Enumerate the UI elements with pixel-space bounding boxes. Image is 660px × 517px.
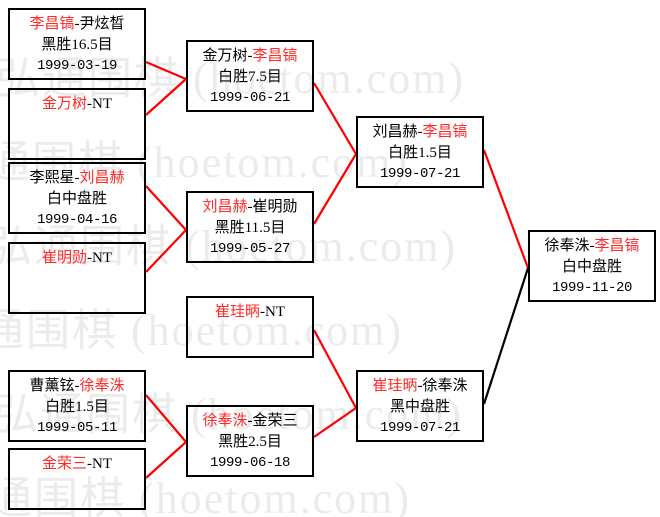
match-players: 金万树-李昌镐 <box>188 45 312 67</box>
player-separator: - <box>417 378 423 394</box>
match-result: 黑中盘胜 <box>389 399 450 415</box>
player-separator: - <box>417 124 423 140</box>
match-r3-choi-vs-seo[interactable]: 崔珪昞-徐奉洙黑中盘胜 1999-07-21 <box>356 370 484 442</box>
match-players: 崔珪昞-徐奉洙 <box>358 375 482 397</box>
match-date: 1999-06-21 <box>209 90 290 106</box>
match-result: 白中盘胜 <box>46 191 107 207</box>
player-right: 尹炫晳 <box>79 16 125 32</box>
player-right: 金荣三 <box>252 413 298 429</box>
player-separator: - <box>247 199 253 215</box>
match-date: 1999-07-21 <box>379 420 460 436</box>
link-r1m4-to-r2m2 <box>145 229 187 273</box>
player-right: 崔明勋 <box>252 199 298 215</box>
player-right: NT <box>92 96 112 112</box>
match-r1-kim-youngsam-bye[interactable]: 金荣三-NT <box>8 448 146 510</box>
link-r2m3-to-r3m2 <box>313 329 357 409</box>
player-right: 刘昌赫 <box>79 170 125 186</box>
player-left: 金万树 <box>41 96 87 112</box>
player-left: 李昌镐 <box>29 16 75 32</box>
player-right: NT <box>265 304 285 320</box>
match-r1-lee-heesung-vs-yoo[interactable]: 李熙星-刘昌赫白中盘胜 1999-04-16 <box>8 162 146 234</box>
link-r1m3-to-r2m2 <box>145 185 187 231</box>
link-r2m1-to-r3m1 <box>313 82 357 155</box>
match-r2-choi-kyubyung-bye[interactable]: 崔珪昞-NT <box>186 296 314 358</box>
player-separator: - <box>247 48 253 64</box>
match-players: 李昌镐-尹炫晳 <box>10 13 144 35</box>
match-date: 1999-05-11 <box>36 420 117 436</box>
player-left: 崔珪昞 <box>372 378 418 394</box>
match-players: 崔珪昞-NT <box>188 301 312 323</box>
match-r1-cho-hunhyun-vs-seo[interactable]: 曹薰铉-徐奉洙白胜1.5目 1999-05-11 <box>8 370 146 442</box>
match-r3-yoo-vs-lee[interactable]: 刘昌赫-李昌镐白胜1.5目 1999-07-21 <box>356 116 484 188</box>
link-r3m1-to-final <box>482 149 530 269</box>
match-players: 李熙星-刘昌赫 <box>10 167 144 189</box>
player-right: 徐奉洙 <box>422 378 468 394</box>
player-right: 李昌镐 <box>594 238 640 254</box>
player-left: 崔明勋 <box>41 250 87 266</box>
player-left: 曹薰铉 <box>29 378 75 394</box>
match-r2-seo-vs-kim[interactable]: 徐奉洙-金荣三黑胜2.5目 1999-06-18 <box>186 405 314 477</box>
player-separator: - <box>247 413 253 429</box>
match-players: 崔明勋-NT <box>10 247 144 269</box>
link-r1m6-to-r2m4 <box>145 441 187 479</box>
player-left: 崔珪昞 <box>214 304 260 320</box>
match-final-seo-vs-lee[interactable]: 徐奉洙-李昌镐白中盘胜 1999-11-20 <box>528 230 656 302</box>
player-left: 徐奉洙 <box>202 413 248 429</box>
player-left: 李熙星 <box>29 170 75 186</box>
player-left: 徐奉洙 <box>544 238 590 254</box>
match-players: 徐奉洙-金荣三 <box>188 410 312 432</box>
player-separator: - <box>74 16 80 32</box>
match-r1-kim-manshu-bye[interactable]: 金万树-NT <box>8 88 146 160</box>
match-players: 曹薰铉-徐奉洙 <box>10 375 144 397</box>
link-r1m2-to-r2m1 <box>145 78 187 116</box>
link-r2m4-to-r3m2 <box>313 407 357 438</box>
match-result: 白中盘胜 <box>561 259 622 275</box>
match-r2-kim-vs-lee[interactable]: 金万树-李昌镐白胜7.5目 1999-06-21 <box>186 40 314 112</box>
player-left: 金万树 <box>202 48 248 64</box>
player-separator: - <box>87 250 92 266</box>
player-left: 刘昌赫 <box>372 124 418 140</box>
match-r2-yoo-vs-choi[interactable]: 刘昌赫-崔明勋黑胜11.5目 1999-05-27 <box>186 191 314 263</box>
player-right: 李昌镐 <box>252 48 298 64</box>
player-right: NT <box>92 250 112 266</box>
match-date: 1999-04-16 <box>36 212 117 228</box>
player-left: 金荣三 <box>41 456 87 472</box>
player-separator: - <box>589 238 595 254</box>
player-separator: - <box>260 304 265 320</box>
player-right: NT <box>92 456 112 472</box>
player-separator: - <box>74 170 80 186</box>
match-r1-lee-vs-yun[interactable]: 李昌镐-尹炫晳黑胜16.5目 1999-03-19 <box>8 8 146 80</box>
match-result: 白胜1.5目 <box>45 399 109 415</box>
player-left: 刘昌赫 <box>202 199 248 215</box>
player-separator: - <box>74 378 80 394</box>
link-r2m2-to-r3m1 <box>313 153 357 225</box>
match-players: 金荣三-NT <box>10 453 144 475</box>
match-date: 1999-05-27 <box>209 241 290 257</box>
match-result: 黑胜11.5目 <box>214 220 286 236</box>
match-r1-choi-myunghoon-bye[interactable]: 崔明勋-NT <box>8 242 146 314</box>
match-date: 1999-07-21 <box>379 166 460 182</box>
player-right: 李昌镐 <box>422 124 468 140</box>
player-separator: - <box>87 456 92 472</box>
player-separator: - <box>87 96 92 112</box>
link-r1m1-to-r2m1 <box>145 60 187 81</box>
match-players: 徐奉洙-李昌镐 <box>530 235 654 257</box>
match-players: 金万树-NT <box>10 93 144 115</box>
link-r1m5-to-r2m4 <box>145 394 187 443</box>
match-date: 1999-06-18 <box>209 455 290 471</box>
match-result: 黑胜16.5目 <box>41 37 113 53</box>
match-result: 白胜7.5目 <box>218 69 282 85</box>
match-date: 1999-03-19 <box>36 58 117 74</box>
match-result: 黑胜2.5目 <box>218 434 282 450</box>
match-players: 刘昌赫-崔明勋 <box>188 196 312 218</box>
match-players: 刘昌赫-李昌镐 <box>358 121 482 143</box>
match-result: 白胜1.5目 <box>388 145 452 161</box>
match-date: 1999-11-20 <box>551 280 632 296</box>
link-r3m2-to-final <box>482 267 530 405</box>
player-right: 徐奉洙 <box>79 378 125 394</box>
